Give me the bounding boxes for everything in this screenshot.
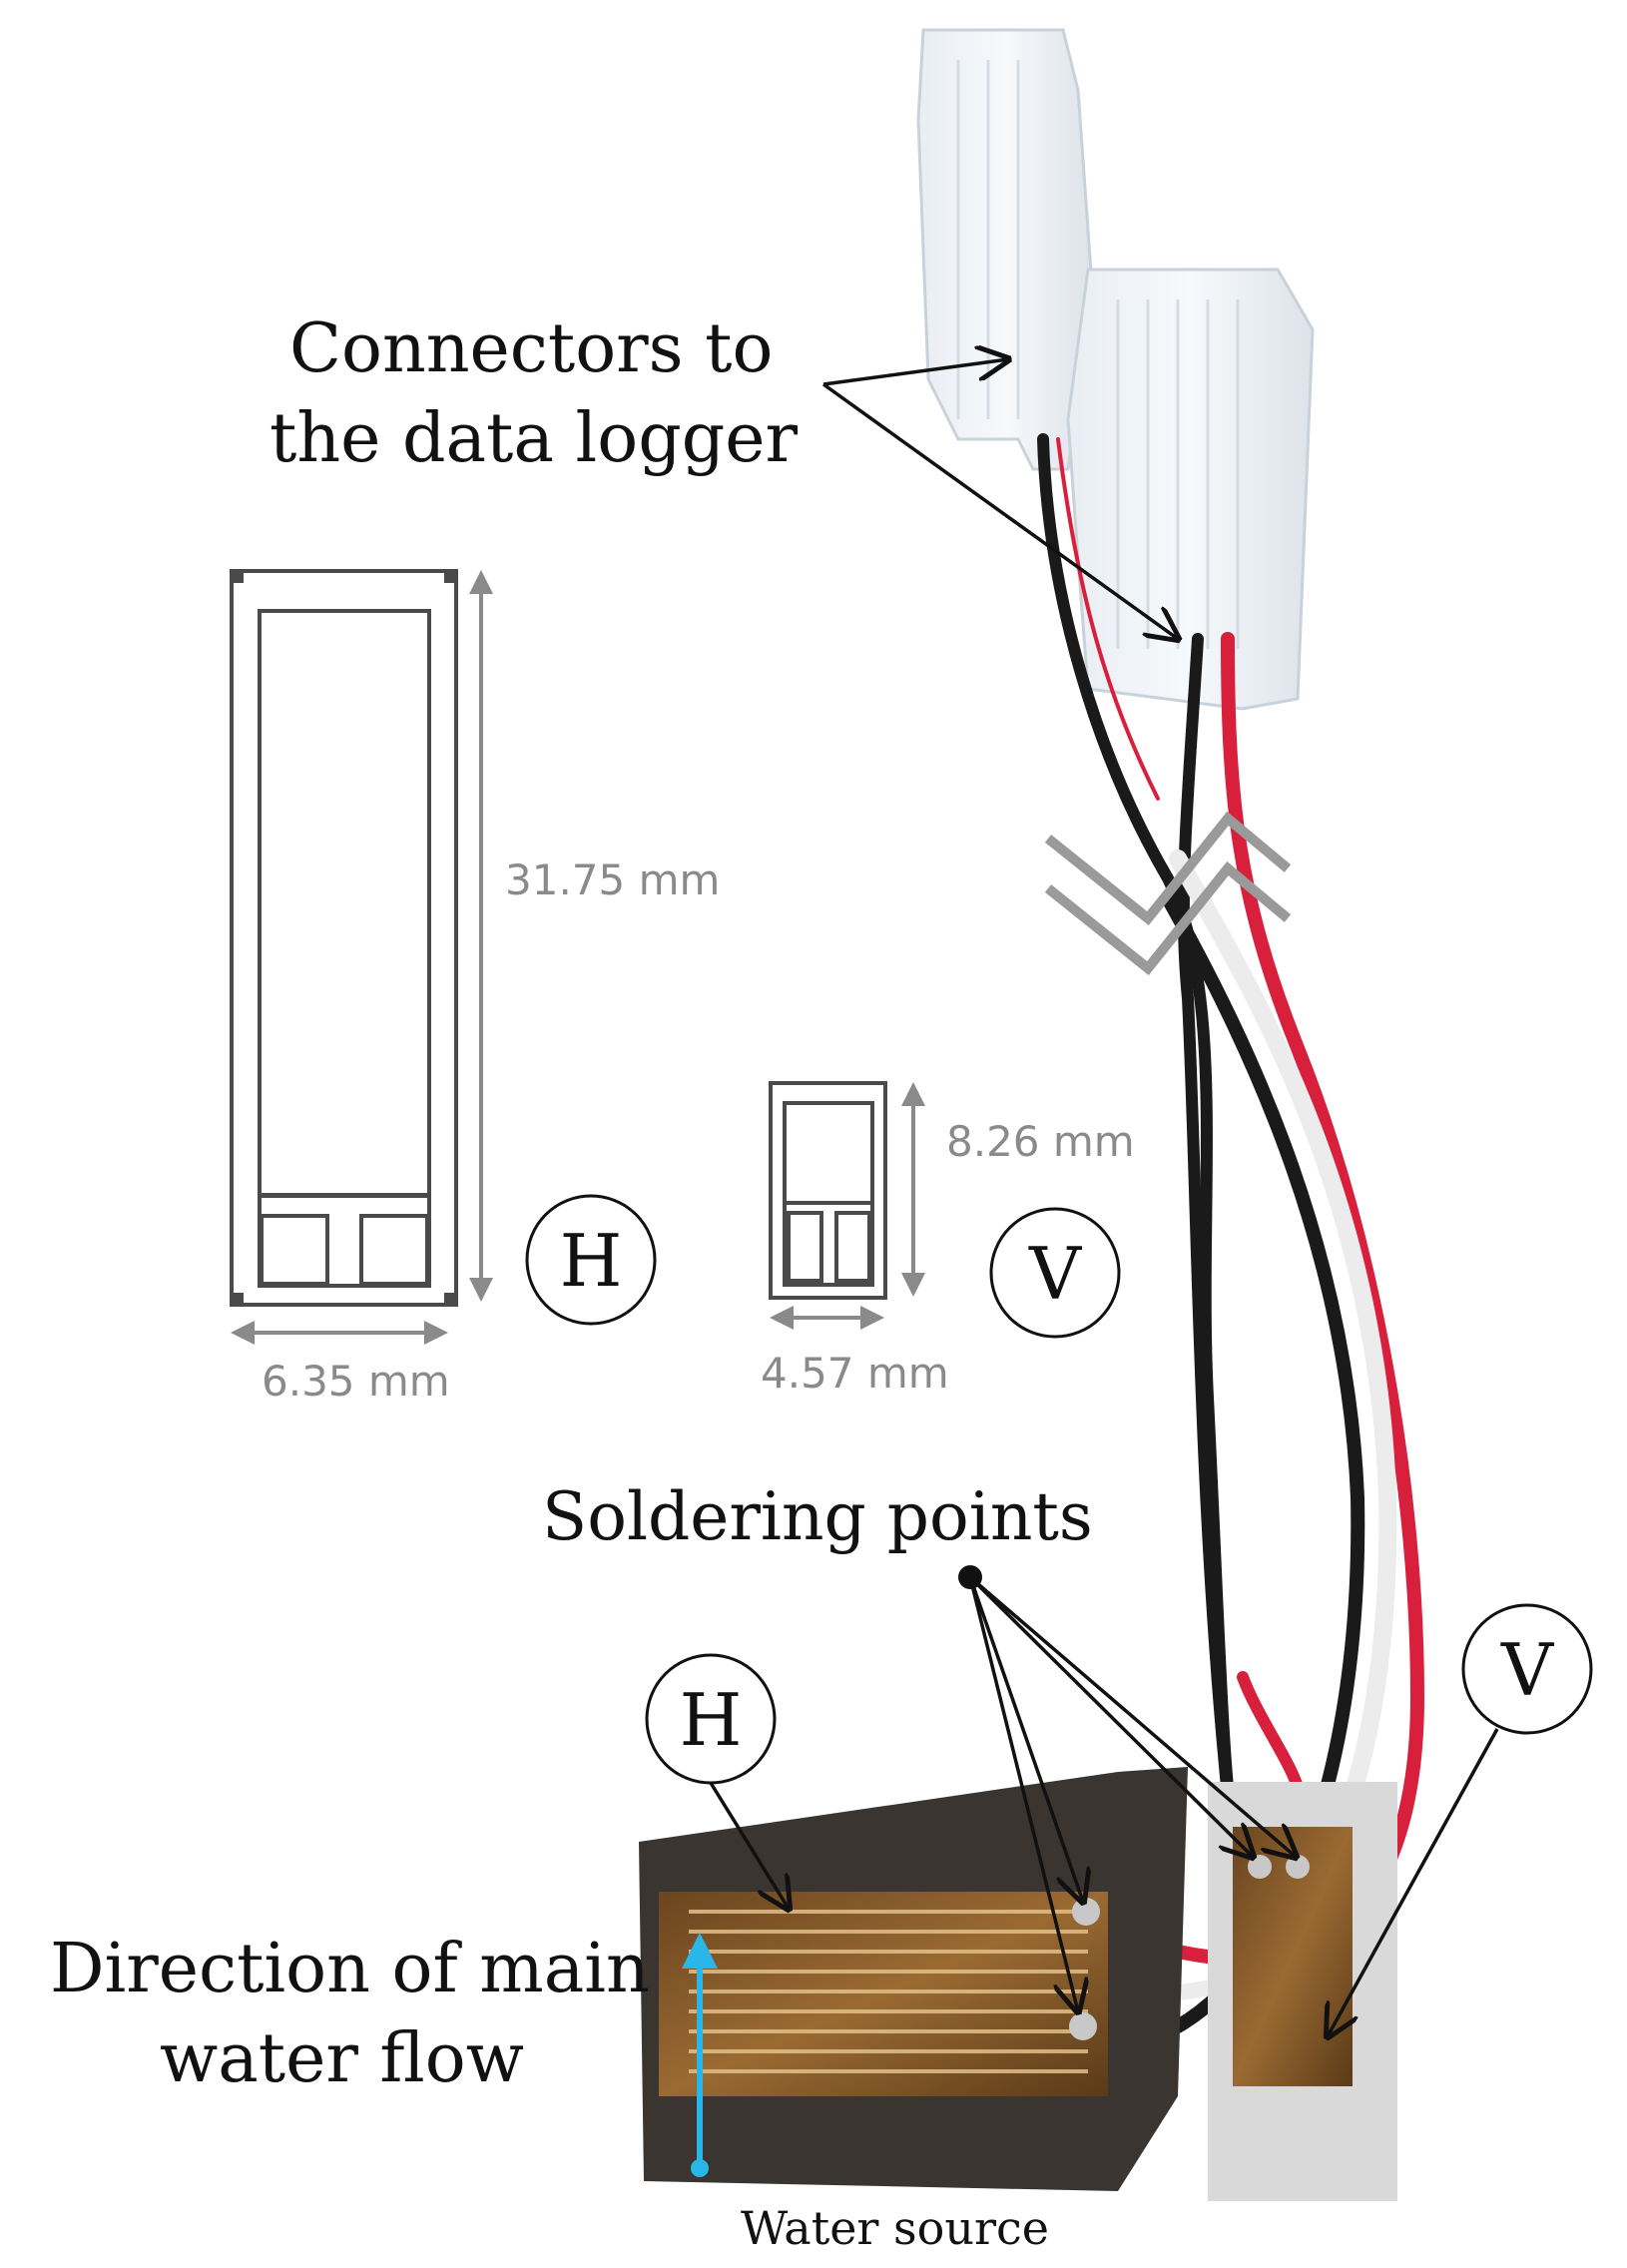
solder-dot bbox=[1069, 2012, 1097, 2040]
photo-h-callout bbox=[709, 1782, 789, 1909]
v-width-label: 4.57 mm bbox=[761, 1349, 949, 1398]
water-source-dot bbox=[691, 2159, 709, 2177]
v-length-label: 8.26 mm bbox=[946, 1117, 1135, 1166]
h-width-label: 6.35 mm bbox=[262, 1357, 450, 1406]
connector-callout-2 bbox=[821, 382, 1178, 639]
solder-dot bbox=[1072, 1898, 1100, 1926]
h-length-label: 31.75 mm bbox=[505, 855, 720, 904]
wire-red-short bbox=[1237, 1671, 1304, 1793]
connector-lower bbox=[1066, 268, 1315, 711]
solder-dot bbox=[1286, 1855, 1310, 1879]
direction-label-line1: Direction of main bbox=[50, 1930, 650, 2008]
connectors-label-line1: Connectors to bbox=[289, 309, 773, 388]
gauge-h-drawing bbox=[230, 569, 493, 1345]
solder-dot bbox=[1248, 1855, 1272, 1879]
v-tag: V bbox=[1028, 1232, 1083, 1316]
connector-callout-1 bbox=[822, 359, 1008, 386]
soldering-callout-4 bbox=[968, 1575, 1296, 1857]
photo-v-tag: V bbox=[1500, 1628, 1555, 1712]
soldering-callout-1 bbox=[968, 1576, 1083, 1902]
gauge-v-drawing bbox=[769, 1081, 925, 1330]
water-source-label: Water source bbox=[741, 2201, 1049, 2255]
specimen-photo bbox=[639, 1767, 1397, 2201]
connectors-label-line2: the data logger bbox=[270, 399, 799, 478]
photo-v-callout bbox=[1328, 1728, 1499, 2036]
h-tag: H bbox=[560, 1219, 623, 1303]
photo-v-tag-circle bbox=[1461, 1603, 1593, 1735]
wire-black-right bbox=[1177, 633, 1234, 1803]
soldering-callout-2 bbox=[968, 1576, 1078, 2011]
wire-red-thin bbox=[1056, 437, 1160, 801]
connector-upper bbox=[916, 28, 1095, 471]
h-gauge-grid bbox=[689, 1910, 1088, 2073]
wire-break-symbol bbox=[1044, 811, 1292, 976]
direction-label-line2: water flow bbox=[160, 2019, 524, 2098]
h-tag-circle bbox=[525, 1194, 657, 1326]
h-gauge-foil bbox=[659, 1892, 1108, 2096]
v-tag-circle bbox=[989, 1207, 1121, 1339]
rj-connectors bbox=[916, 28, 1315, 711]
photo-h-tag: H bbox=[680, 1678, 743, 1762]
soldering-callout-3 bbox=[968, 1575, 1253, 1857]
soldering-points-label: Soldering points bbox=[542, 1478, 1093, 1555]
